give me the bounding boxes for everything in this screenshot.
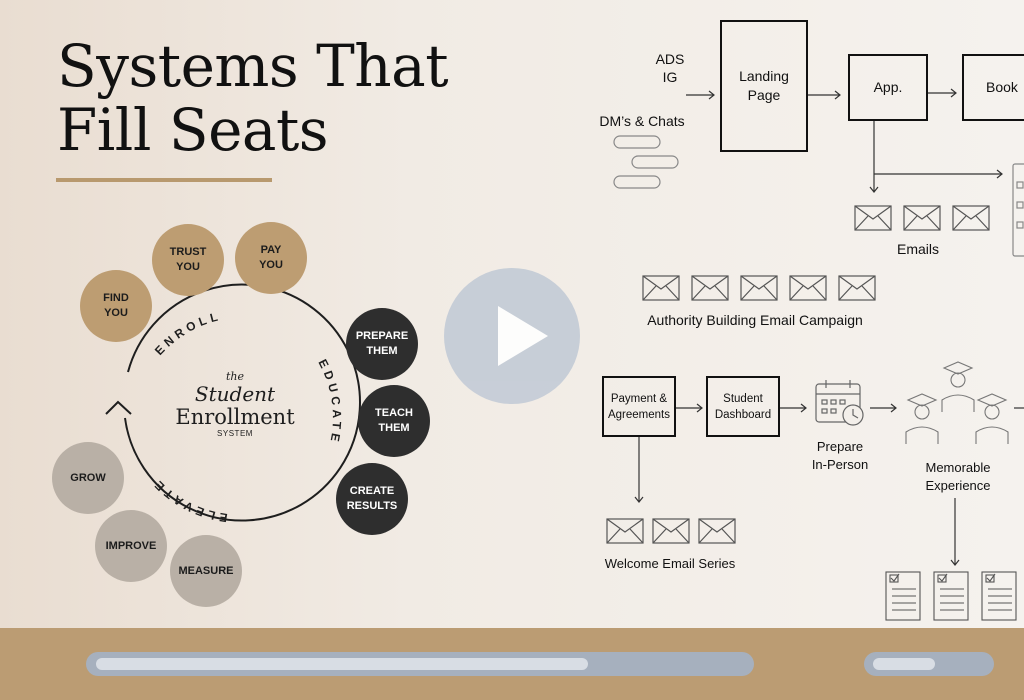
envelope-icon — [606, 518, 644, 544]
center-student: Student — [194, 382, 276, 406]
play-button[interactable] — [444, 268, 580, 404]
dms-chats-label: DM’s & Chats — [599, 113, 685, 129]
envelope-icon — [642, 275, 680, 301]
welcome-series-label: Welcome Email Series — [604, 556, 736, 571]
envelope-icon — [789, 275, 827, 301]
slide-title: Systems That Fill Seats — [57, 34, 477, 162]
title-line-1: Systems That — [57, 32, 449, 100]
center-system: SYSTEM — [217, 429, 253, 438]
envelope-icon — [854, 205, 892, 231]
volume-fill[interactable] — [873, 658, 935, 670]
progress-fill[interactable] — [96, 658, 588, 670]
envelope-icon — [838, 275, 876, 301]
chat-bubbles-icon — [613, 135, 679, 189]
center-enrollment: Enrollment — [175, 405, 295, 429]
center-the: the — [225, 370, 244, 383]
authority-campaign-label: Authority Building Email Campaign — [647, 312, 863, 328]
envelope-icon — [740, 275, 778, 301]
flow-diagram — [613, 88, 1024, 621]
play-icon[interactable] — [444, 268, 580, 404]
step-measure: MEASURE — [170, 535, 242, 607]
app-box: App. — [848, 54, 928, 121]
envelope-icon — [652, 518, 690, 544]
cycle-arrowhead-icon — [105, 400, 132, 415]
emails-label: Emails — [896, 241, 939, 257]
title-line-2: Fill Seats — [57, 96, 329, 164]
cycle-diagram: ENROLL EDUCATE ELEVATE — [105, 283, 361, 525]
graduates-icon — [905, 361, 1009, 444]
envelope-icon — [952, 205, 990, 231]
checklists-icon — [885, 571, 1017, 621]
cycle-center-title: the Student Enrollment SYSTEM — [160, 370, 310, 438]
step-improve: IMPROVE — [95, 510, 167, 582]
form-fragment-icon — [1012, 163, 1024, 257]
envelope-icon — [698, 518, 736, 544]
envelope-icon — [691, 275, 729, 301]
slide: Systems That Fill Seats ENROLL EDUCATE E… — [0, 0, 1024, 628]
calendar-clock-icon — [815, 380, 864, 426]
step-grow: GROW — [52, 442, 124, 514]
book-box: Book — [962, 54, 1024, 121]
title-underline — [56, 178, 272, 182]
envelope-icon — [903, 205, 941, 231]
payment-agreements-box: Payment &Agreements — [602, 376, 676, 437]
